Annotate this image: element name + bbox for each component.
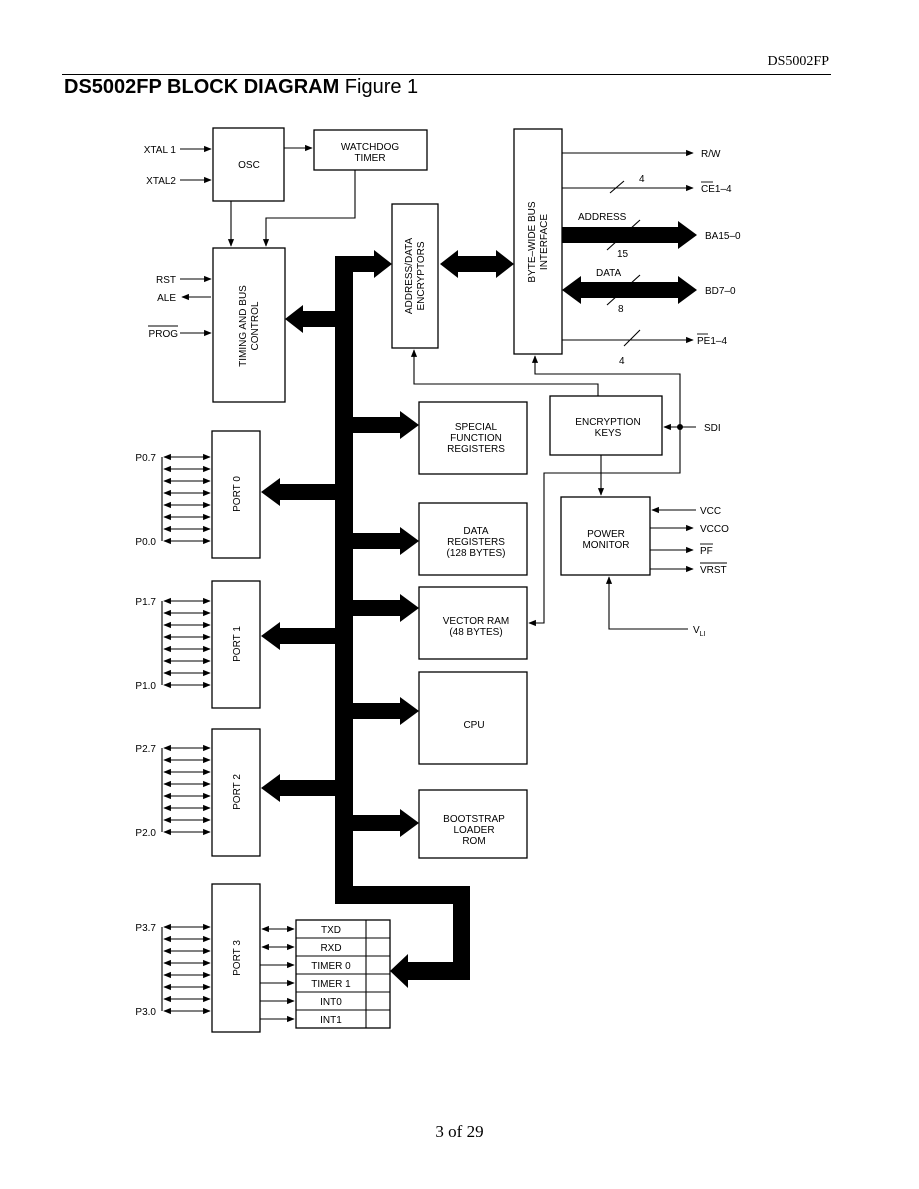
vli-main: V <box>693 625 700 636</box>
power-label-1: POWER <box>587 529 625 540</box>
osc-label: OSC <box>238 160 260 171</box>
figure-title: DS5002FP BLOCK DIAGRAM Figure 1 <box>64 76 418 99</box>
figure-title-label: Figure 1 <box>344 76 419 98</box>
byte-wide-bus-interface-block: BYTE–WIDE BUS INTERFACE <box>513 128 563 355</box>
port1-label: PORT 1 <box>232 626 243 662</box>
figure-title-bold: DS5002FP BLOCK DIAGRAM <box>64 76 340 98</box>
vcco-label: VCCO <box>700 524 729 535</box>
pe-width-label: 4 <box>619 356 625 367</box>
watchdog-label-1: WATCHDOG <box>341 142 400 153</box>
vector-ram-label-2: (48 BYTES) <box>449 627 502 638</box>
port2-label: PORT 2 <box>232 774 243 810</box>
address-width-label: 15 <box>617 249 629 260</box>
port2-block: PORT 2 <box>211 728 261 857</box>
header-rule <box>62 74 831 75</box>
vcc-label: VCC <box>700 506 721 517</box>
watchdog-label-2: TIMER <box>354 153 385 164</box>
timing-label-2: CONTROL <box>250 301 261 350</box>
watchdog-timer-block: WATCHDOG TIMER <box>313 129 428 171</box>
bootstrap-loader-rom-block: BOOTSTRAP LOADER ROM <box>418 789 528 859</box>
bd-label: BD7–0 <box>705 286 736 297</box>
data-width-label: 8 <box>618 304 624 315</box>
rxd-label: RXD <box>320 943 341 954</box>
rst-label: RST <box>156 275 176 286</box>
bootstrap-label-3: ROM <box>462 836 485 847</box>
prog-label: PROG <box>149 329 179 340</box>
address-data-encryptors-block: ADDRESS/DATA ENCRYPTORS <box>391 203 439 349</box>
p20-label: P2.0 <box>135 828 156 839</box>
port3-label: PORT 3 <box>232 940 243 976</box>
page-number: 3 of 29 <box>435 1122 484 1141</box>
encryptors-label-2: ENCRYPTORS <box>416 241 427 310</box>
special-function-registers-block: SPECIAL FUNCTION REGISTERS <box>418 401 528 475</box>
sdi-label: SDI <box>704 423 721 434</box>
encryption-keys-block: ENCRYPTION KEYS <box>549 395 663 456</box>
vli-label: VLI <box>693 625 706 638</box>
p07-label: P0.7 <box>135 453 156 464</box>
port3-block: PORT 3 <box>211 883 261 1033</box>
ce-width-label: 4 <box>639 174 645 185</box>
cpu-block: CPU <box>418 671 528 765</box>
p00-label: P0.0 <box>135 537 156 548</box>
power-monitor-block: POWER MONITOR <box>560 496 651 576</box>
data-reg-label-2: REGISTERS <box>447 537 505 548</box>
xtal1-label: XTAL 1 <box>144 145 177 156</box>
sfr-label-1: SPECIAL <box>455 422 498 433</box>
port-pin-lines <box>161 453 211 1015</box>
port0-block: PORT 0 <box>211 430 261 559</box>
power-label-2: MONITOR <box>582 540 629 551</box>
encryptors-label-1: ADDRESS/DATA <box>404 238 415 315</box>
data-label: DATA <box>596 268 622 279</box>
txd-label: TXD <box>321 925 341 936</box>
bytewide-label-1: BYTE–WIDE BUS <box>527 201 538 282</box>
xtal2-label: XTAL2 <box>146 176 176 187</box>
port3-functions-table: TXD RXD TIMER 0 TIMER 1 INT0 INT1 <box>260 919 391 1029</box>
sfr-label-2: FUNCTION <box>450 433 502 444</box>
timer1-label: TIMER 1 <box>311 979 351 990</box>
int1-label: INT1 <box>320 1015 342 1026</box>
ce-label: CE1–4 <box>701 184 732 195</box>
port1-block: PORT 1 <box>211 580 261 709</box>
document-id: DS5002FP <box>767 54 829 69</box>
data-reg-label-3: (128 BYTES) <box>447 548 506 559</box>
enc-keys-label-1: ENCRYPTION <box>575 417 640 428</box>
pe-label: PE1–4 <box>697 336 727 347</box>
cpu-label: CPU <box>463 720 484 731</box>
enc-keys-label-2: KEYS <box>595 428 622 439</box>
ba-label: BA15–0 <box>705 231 741 242</box>
vector-ram-label-1: VECTOR RAM <box>443 616 510 627</box>
rw-label: R/W <box>701 149 721 160</box>
bootstrap-label-1: BOOTSTRAP <box>443 814 505 825</box>
internal-bus <box>261 221 697 988</box>
port0-label: PORT 0 <box>232 476 243 512</box>
bootstrap-label-2: LOADER <box>453 825 494 836</box>
p37-label: P3.7 <box>135 923 156 934</box>
bytewide-label-2: INTERFACE <box>539 214 550 270</box>
timing-bus-control-block: TIMING AND BUS CONTROL <box>212 247 286 403</box>
osc-block: OSC <box>212 127 285 202</box>
ale-label: ALE <box>157 293 176 304</box>
timing-label-1: TIMING AND BUS <box>238 285 249 367</box>
pf-label: PF <box>700 546 713 557</box>
vli-subscript: LI <box>700 631 706 638</box>
p10-label: P1.0 <box>135 681 156 692</box>
sfr-label-3: REGISTERS <box>447 444 505 455</box>
vrst-label: VRST <box>700 565 727 576</box>
timer0-label: TIMER 0 <box>311 961 351 972</box>
p17-label: P1.7 <box>135 597 156 608</box>
data-reg-label-1: DATA <box>463 526 489 537</box>
p27-label: P2.7 <box>135 744 156 755</box>
data-registers-block: DATA REGISTERS (128 BYTES) <box>418 502 528 576</box>
control-lines <box>180 144 696 630</box>
signal-labels: XTAL 1 XTAL2 RST ALE PROG R/W CE1–4 4 AD… <box>135 145 741 1018</box>
vector-ram-block: VECTOR RAM (48 BYTES) <box>418 586 528 660</box>
int0-label: INT0 <box>320 997 342 1008</box>
p30-label: P3.0 <box>135 1007 156 1018</box>
address-label: ADDRESS <box>578 212 627 223</box>
